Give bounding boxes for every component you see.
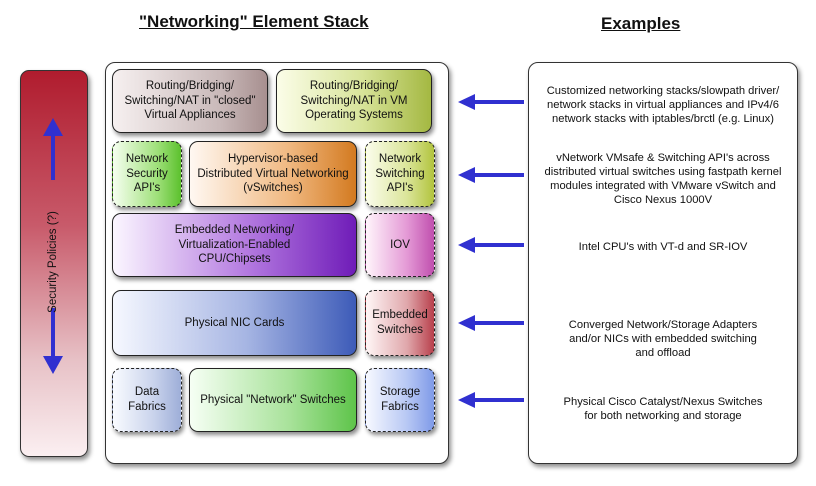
arrow-left-icon	[458, 94, 524, 110]
security-double-arrow-icon	[43, 118, 63, 374]
example-text: Customized networking stacks/slowpath dr…	[546, 85, 780, 125]
storage-fabrics-box: Storage Fabrics	[365, 368, 435, 432]
physical-network-switches-box: Physical "Network" Switches	[189, 368, 357, 432]
network-switching-apis-box: Network Switching API's	[365, 141, 435, 207]
examples-panel	[528, 62, 798, 464]
physical-nic-cards-box: Physical NIC Cards	[112, 290, 357, 356]
security-policies-label: Security Policies (?)	[47, 211, 59, 313]
examples-title: Examples	[601, 14, 681, 33]
iov-box: IOV	[365, 213, 435, 277]
example-text: vNetwork VMsafe & Switching API's across…	[544, 152, 782, 206]
example-text: Physical Cisco Catalyst/Nexus Switches f…	[563, 396, 763, 422]
stack-title: "Networking" Element Stack	[139, 12, 369, 31]
vm-operating-systems-box: Routing/Bridging/ Switching/NAT in VM Op…	[276, 69, 432, 133]
network-security-apis-box: Network Security API's	[112, 141, 182, 207]
arrow-left-icon	[458, 167, 524, 183]
closed-virtual-appliances-box: Routing/Bridging/ Switching/NAT in "clos…	[112, 69, 268, 133]
embedded-cpu-chipsets-box: Embedded Networking/ Virtualization-Enab…	[112, 213, 357, 277]
hypervisor-vswitches-box: Hypervisor-based Distributed Virtual Net…	[189, 141, 357, 207]
embedded-switches-box: Embedded Switches	[365, 290, 435, 356]
arrow-left-icon	[458, 237, 524, 253]
data-fabrics-box: Data Fabrics	[112, 368, 182, 432]
arrow-left-icon	[458, 392, 524, 408]
example-text: Converged Network/Storage Adapters and/o…	[568, 319, 758, 359]
arrow-left-icon	[458, 315, 524, 331]
example-text: Intel CPU's with VT-d and SR-IOV	[578, 241, 748, 253]
